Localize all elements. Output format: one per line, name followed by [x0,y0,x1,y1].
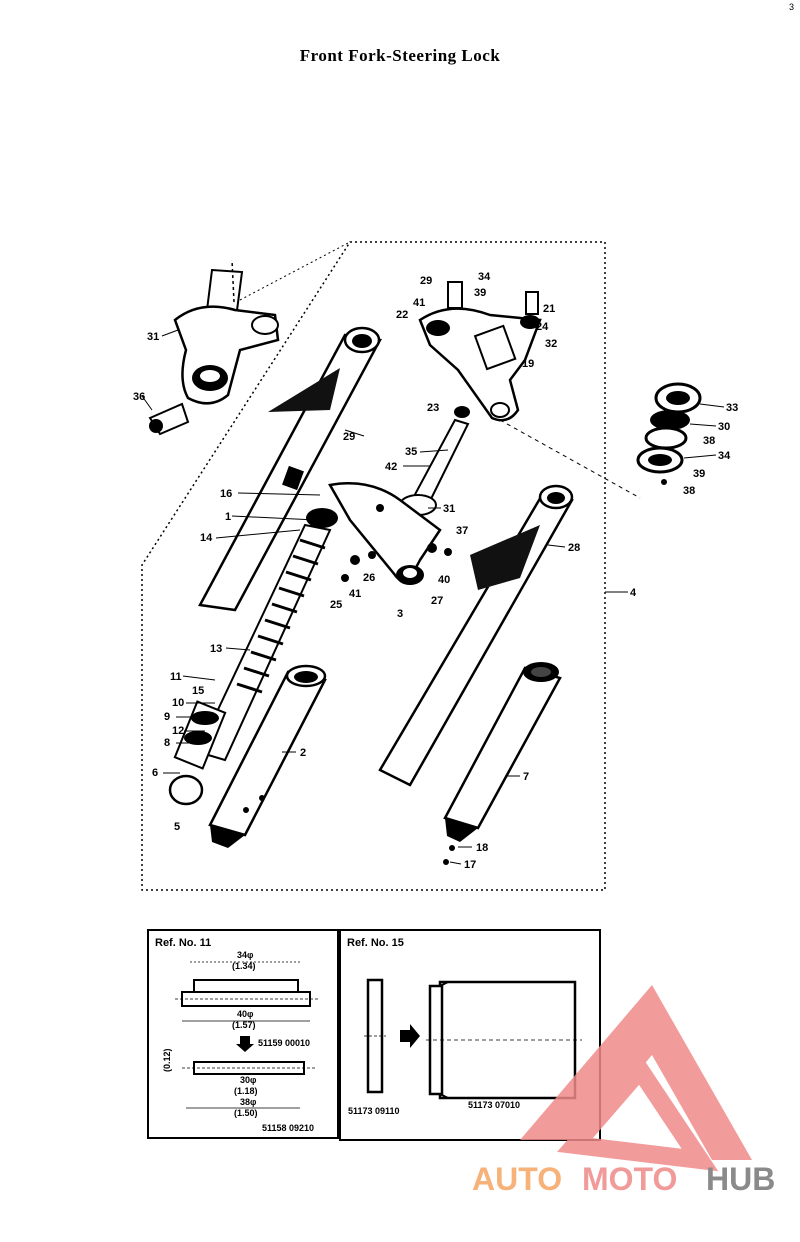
callout-13: 13 [210,643,222,655]
callout-6: 6 [152,767,158,779]
callout-22: 22 [396,309,408,321]
ref-15-part-a: 51173 09110 [348,1106,400,1116]
callout-15: 15 [192,685,204,697]
callout-33: 35 [405,446,417,458]
ref-11-box: Ref. No. 11 34φ (1.34) 40φ (1.57) 51159 … [147,929,339,1139]
ref-11-dim-b1-in: (1.18) [234,1086,258,1096]
callout-28-right: 28 [568,542,580,554]
callout-21: 21 [543,303,555,315]
callout-34: 36 [133,391,145,403]
callout-11: 11 [170,671,182,683]
callout-36: 34 [478,271,491,283]
callout-8: 8 [164,737,170,749]
callout-37: 37 [456,525,468,537]
callout-29-b: 29 [343,431,355,443]
callout-2: 2 [300,747,306,759]
ref-11-dim-mid: 40φ [237,1009,254,1019]
callout-10: 10 [172,697,184,709]
callout-31-a: 31 [443,503,455,515]
callout-24: 24 [536,321,549,333]
callout-26: 26 [363,572,375,584]
callout-38: 38 [703,435,715,447]
top-bridge-part [418,281,641,499]
callout-5: 5 [174,821,180,833]
callout-9: 9 [164,711,170,723]
callout-12: 12 [172,725,184,737]
callout-17: 17 [464,859,476,871]
assembly-boundary [141,241,606,891]
callout-3: 3 [397,608,403,620]
steering-bracket-part [148,241,351,436]
ref-15-part-b: 51173 07010 [468,1100,520,1110]
corner-mark: 3 [788,2,794,12]
ref-11-label: Ref. No. 11 [155,937,211,949]
callout-38-b: 38 [683,485,695,497]
outer-tube-right [443,662,562,865]
callout-18: 18 [476,842,488,854]
callout-30-right: 34 [718,450,731,462]
leader-lines [141,329,725,865]
ref-11-part-a: 51159 00010 [258,1038,310,1048]
callout-1: 1 [225,511,231,523]
small-hardware [243,504,452,813]
ref-11-dim-b1: 30φ [240,1075,257,1085]
callout-42: 42 [385,461,397,473]
ref-11-dim-top: 34φ [237,950,254,960]
callouts: 29 34 39 41 22 21 24 32 19 23 31 36 29 3… [133,271,738,871]
ref-11-part-b: 51158 09210 [262,1123,314,1133]
callout-4: 4 [630,587,637,599]
fork-spring-left [168,508,338,806]
watermark-text: AUTO MOTO HUB [472,1161,775,1197]
ref-11-side-dim: (0.12) [162,1048,172,1072]
callout-23: 23 [427,402,439,414]
callout-40-a: 39 [474,287,486,299]
callout-41-a: 41 [413,297,425,309]
watermark-logo [520,985,752,1172]
ref-15-label: Ref. No. 15 [347,937,404,949]
callout-41-b: 41 [349,588,361,600]
callout-30-left: 31 [147,331,159,343]
steering-stem [328,406,470,585]
callout-40-b: 40 [438,574,450,586]
watermark-auto: AUTO [472,1161,562,1197]
ref-11-dim-b2: 38φ [240,1097,257,1107]
bearing-stack [636,382,702,485]
callout-39: 39 [693,468,705,480]
outer-tube-left [208,664,327,848]
callout-25: 25 [330,599,342,611]
callout-31-b: 30 [718,421,730,433]
callout-19: 19 [522,358,534,370]
ref-11-dim-top-in: (1.34) [232,961,256,971]
ref-11-dim-mid-in: (1.57) [232,1020,256,1030]
watermark-moto: MOTO [582,1161,677,1197]
callout-16: 16 [220,488,232,500]
ref-11-dim-b2-in: (1.50) [234,1108,258,1118]
page-title: Front Fork-Steering Lock [299,46,501,65]
callout-29-a: 29 [420,275,432,287]
callout-7: 7 [523,771,529,783]
fork-tube-right [378,484,574,787]
watermark-hub: HUB [706,1161,775,1197]
callout-14: 14 [200,532,213,544]
callout-32: 33 [726,402,738,414]
callout-35: 32 [545,338,557,350]
fork-tube-left [198,326,382,612]
callout-27: 27 [431,595,443,607]
